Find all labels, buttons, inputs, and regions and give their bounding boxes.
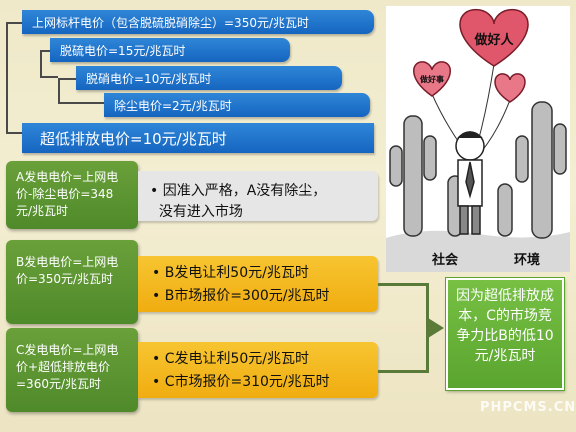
row-b-point-2: • B市场报价=300元/兆瓦时 <box>152 288 330 304</box>
bar-dust-removal-price: 除尘电价=2元/兆瓦时 <box>104 93 370 117</box>
row-c-label: C发电电价=上网电价+超低排放电价=360元/兆瓦时 <box>6 328 138 412</box>
row-b-point-1: • B发电让利50元/兆瓦时 <box>152 265 309 281</box>
arrow-head-icon <box>428 318 444 338</box>
bar-benchmark-text: 上网标杆电价（包含脱硫脱硝除尘）=350元/兆瓦时 <box>32 15 310 30</box>
row-a-point-2: 没有进入市场 <box>150 204 243 220</box>
row-c-point-1: • C发电让利50元/兆瓦时 <box>152 351 310 367</box>
watermark-text: PHPCMS.CN <box>480 400 576 415</box>
bar-ultra-low-emission-price: 超低排放电价=10元/兆瓦时 <box>22 123 374 153</box>
bar-benchmark-price: 上网标杆电价（包含脱硫脱硝除尘）=350元/兆瓦时 <box>22 10 374 34</box>
cactus-icon <box>389 101 567 239</box>
bar-desulfurization-text: 脱硫电价=15元/兆瓦时 <box>60 43 186 58</box>
illustration: 做好人 做好事 社会 环境 <box>386 6 570 272</box>
row-c-label-text: C发电电价=上网电价+超低排放电价=360元/兆瓦时 <box>16 343 119 391</box>
connector-b-horizontal <box>378 283 428 286</box>
row-b-label-text: B发电电价=上网电价=350元/兆瓦时 <box>16 255 119 286</box>
connector-vertical <box>426 283 429 373</box>
connector-c-horizontal <box>378 370 428 373</box>
person-icon <box>455 131 485 235</box>
heart-balloon-small <box>413 61 451 97</box>
balloon-small-text: 做好事 <box>419 74 444 84</box>
row-a-label: A发电电价=上网电价-除尘电价=348元/兆瓦时 <box>6 161 138 229</box>
bar-dust-removal-text: 除尘电价=2元/兆瓦时 <box>114 98 232 113</box>
conclusion-text: 因为超低排放成本，C的市场竞争力比B的低10元/兆瓦时 <box>456 288 554 364</box>
balloon-big-text: 做好人 <box>473 32 514 48</box>
ground-left-text: 社会 <box>431 252 459 268</box>
row-b-detail: • B发电让利50元/兆瓦时 • B市场报价=300元/兆瓦时 <box>138 256 378 312</box>
ground-right-text: 环境 <box>514 252 540 268</box>
row-b-label: B发电电价=上网电价=350元/兆瓦时 <box>6 240 138 324</box>
row-c-point-2: • C市场报价=310元/兆瓦时 <box>152 374 330 390</box>
row-a-label-text: A发电电价=上网电价-除尘电价=348元/兆瓦时 <box>16 170 119 218</box>
bracket-1 <box>6 22 22 134</box>
heart-balloon-right <box>494 73 526 103</box>
row-c-detail: • C发电让利50元/兆瓦时 • C市场报价=310元/兆瓦时 <box>138 342 378 398</box>
bar-ultra-low-text: 超低排放电价=10元/兆瓦时 <box>40 129 227 148</box>
bar-desulfurization-price: 脱硫电价=15元/兆瓦时 <box>50 38 290 62</box>
bar-denitration-text: 脱硝电价=10元/兆瓦时 <box>86 71 212 86</box>
row-a-detail: • 因准入严格，A没有除尘， 没有进入市场 <box>138 171 378 221</box>
bracket-2 <box>40 50 58 78</box>
illustration-drawing: 做好人 做好事 社会 环境 <box>386 8 570 272</box>
watermark: PHPCMS.CN <box>480 400 576 415</box>
row-a-point-1: • 因准入严格，A没有除尘， <box>150 183 327 199</box>
bar-denitration-price: 脱硝电价=10元/兆瓦时 <box>76 66 342 90</box>
heart-balloon-big <box>459 8 529 67</box>
conclusion-box: 因为超低排放成本，C的市场竞争力比B的低10元/兆瓦时 <box>446 278 564 390</box>
